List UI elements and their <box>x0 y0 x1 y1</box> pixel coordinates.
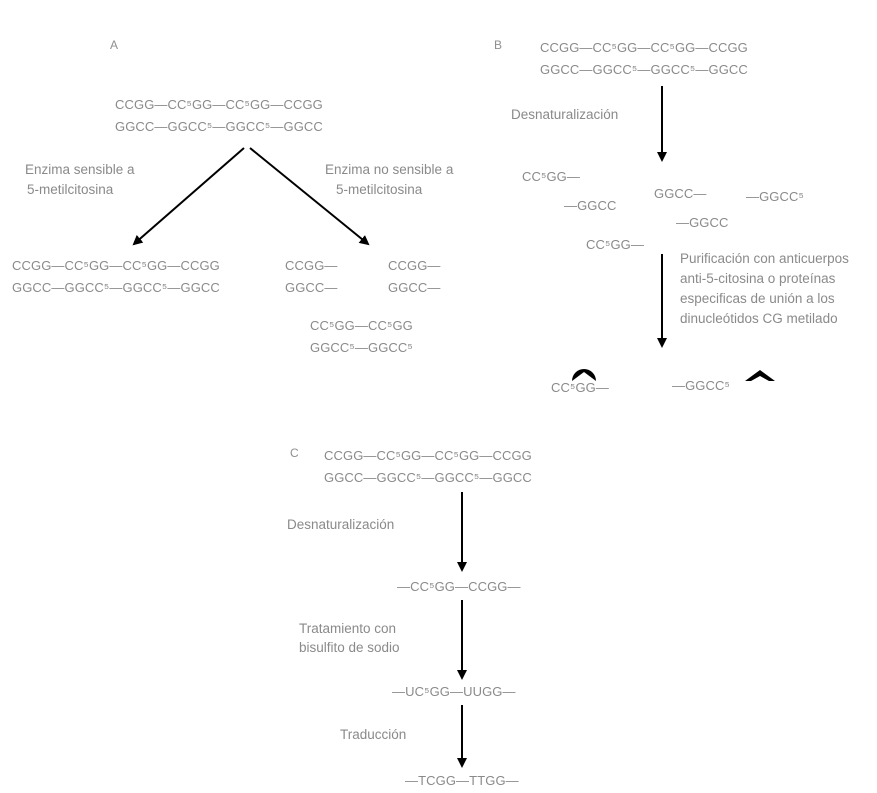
panel-a-label: A <box>110 38 119 52</box>
panel-c-sequence-bottom: GGCC—GGCC⁵—GGCC⁵—GGCC <box>324 470 532 485</box>
panel-a-sequence-top: CCGG—CC⁵GG—CC⁵GG—CCGG <box>115 97 323 112</box>
bisulfite-label-line2: bisulfito de sodio <box>299 640 400 655</box>
sensitive-enzyme-label-line1: Enzima sensible a <box>25 162 135 177</box>
bisulfite-label-line1: Tratamiento con <box>299 621 397 636</box>
single-strand-fragment-1: CC⁵GG— <box>522 169 580 184</box>
arrow-to-sensitive-result <box>132 147 245 246</box>
panel-b-sequence-top: CCGG—CC⁵GG—CC⁵GG—CCGG <box>540 40 748 55</box>
denaturation-label-c: Desnaturalización <box>287 517 395 532</box>
single-strand-fragment-3: GGCC— <box>654 186 707 201</box>
panel-b-label: B <box>494 38 503 52</box>
purification-label: Purificación con anticuerpos anti-5-cito… <box>680 251 849 326</box>
translated-strand: —TCGG—TTGG— <box>405 773 519 788</box>
fragment-2-bottom: GGCC— <box>388 280 441 295</box>
antibody-bound-fragment-1: CC⁵GG— <box>551 380 609 395</box>
single-strand-fragment-5: —GGCC⁵ <box>746 189 804 204</box>
insensitive-enzyme-label-line2: 5-metilcitosina <box>336 182 423 197</box>
panel-b-sequence-bottom: GGCC—GGCC⁵—GGCC⁵—GGCC <box>540 62 748 77</box>
panel-a-sequence-bottom: GGCC—GGCC⁵—GGCC⁵—GGCC <box>115 119 323 134</box>
fragment-3-top: CC⁵GG—CC⁵GG <box>310 318 413 333</box>
arrow-to-insensitive-result <box>249 147 370 246</box>
single-strand-fragment-2: —GGCC <box>564 198 617 213</box>
uncut-sequence-bottom: GGCC—GGCC⁵—GGCC⁵—GGCC <box>12 280 220 295</box>
panel-c-sequence-top: CCGG—CC⁵GG—CC⁵GG—CCGG <box>324 448 532 463</box>
denaturation-label-b: Desnaturalización <box>511 107 619 122</box>
uncut-sequence-top: CCGG—CC⁵GG—CC⁵GG—CCGG <box>12 258 220 273</box>
fragment-2-top: CCGG— <box>388 258 441 273</box>
fragment-1-bottom: GGCC— <box>285 280 338 295</box>
antibody-shape <box>572 369 596 381</box>
panel-c-label: C <box>290 446 299 460</box>
single-strand-fragment-6: CC⁵GG— <box>586 237 644 252</box>
fragment-3-bottom: GGCC⁵—GGCC⁵ <box>310 340 413 355</box>
translation-label: Traducción <box>340 727 407 742</box>
antibody-bound-fragment-2: —GGCC⁵ <box>672 378 730 393</box>
denatured-strand: —CC⁵GG—CCGG— <box>397 579 521 594</box>
bisulfite-converted-strand: —UC⁵GG—UUGG— <box>392 684 516 699</box>
binding-protein-shape <box>745 370 775 381</box>
insensitive-enzyme-label-line1: Enzima no sensible a <box>325 162 454 177</box>
single-strand-fragment-4: —GGCC <box>676 215 729 230</box>
sensitive-enzyme-label-line2: 5-metilcitosina <box>27 182 114 197</box>
fragment-1-top: CCGG— <box>285 258 338 273</box>
